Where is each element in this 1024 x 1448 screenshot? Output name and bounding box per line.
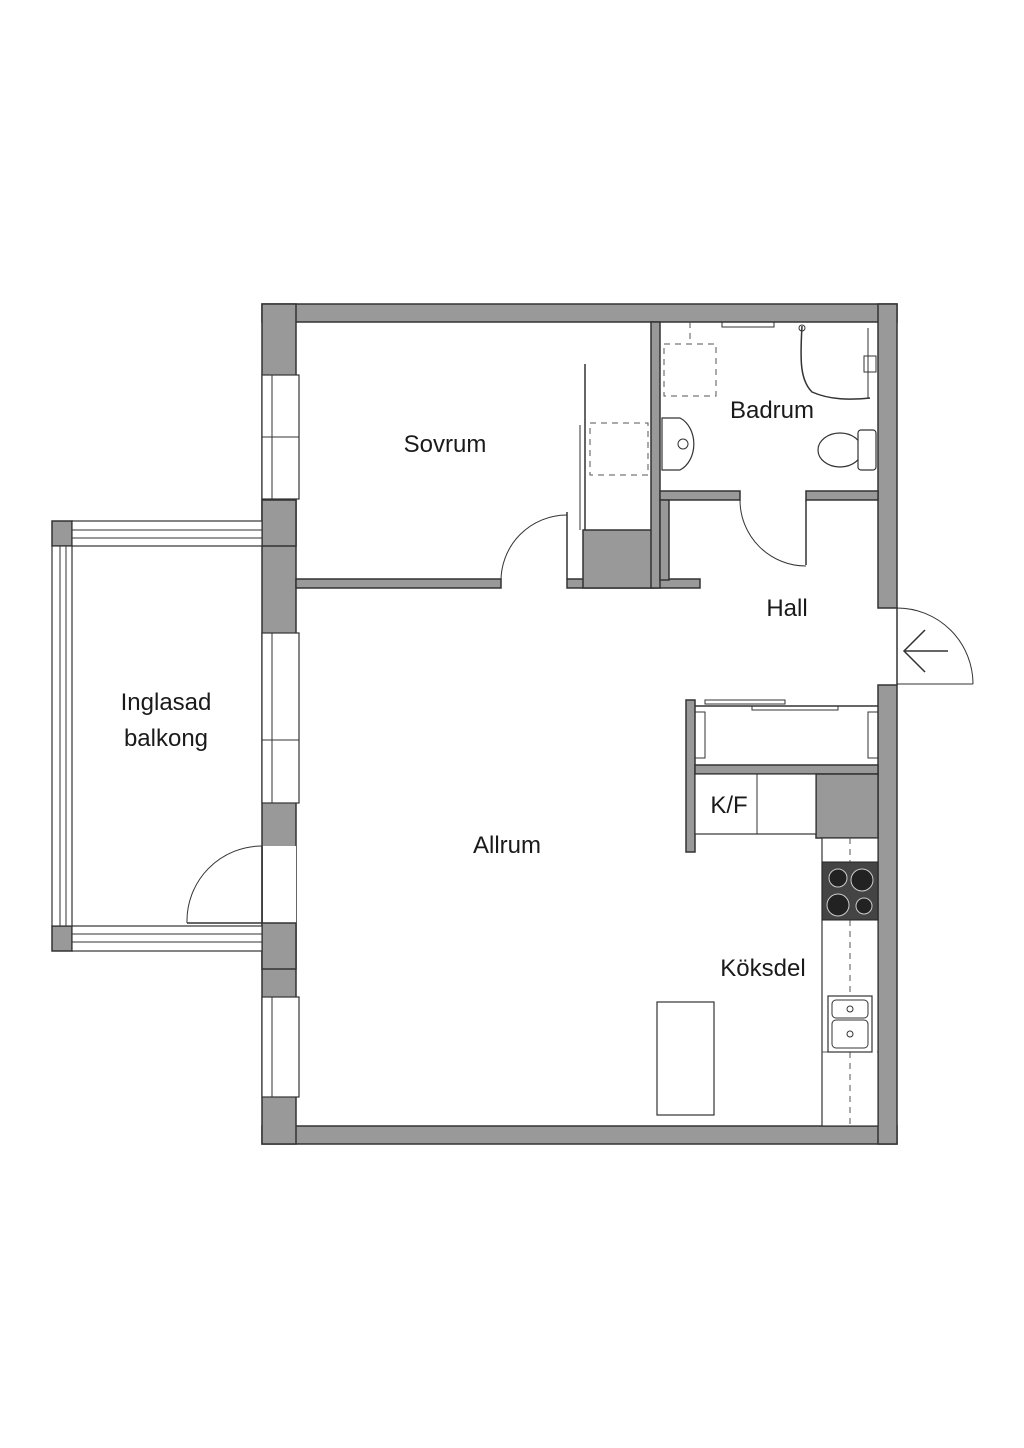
wardrobe	[579, 364, 649, 530]
bathroom-fixtures	[661, 321, 877, 471]
sink-icon	[827, 995, 873, 1053]
label-koksdel: Köksdel	[720, 955, 805, 982]
label-balkong-1: Inglasad	[121, 689, 212, 716]
label-allrum: Allrum	[473, 832, 541, 859]
windows-left	[261, 374, 300, 1098]
entrance-arrow-icon	[902, 629, 948, 673]
label-kf: K/F	[710, 792, 747, 819]
doors	[186, 499, 974, 924]
kitchen-counter	[821, 837, 879, 1127]
label-hall: Hall	[766, 595, 807, 622]
label-sovrum: Sovrum	[404, 431, 487, 458]
room-labels: Sovrum Badrum Hall Inglasad balkong Allr…	[121, 397, 814, 982]
fridge-freezer	[694, 773, 817, 835]
label-badrum: Badrum	[730, 397, 814, 424]
hall-closet	[694, 699, 879, 759]
label-balkong-2: balkong	[124, 725, 208, 752]
balcony-glazing	[51, 520, 263, 952]
kitchen-island	[656, 1001, 715, 1116]
